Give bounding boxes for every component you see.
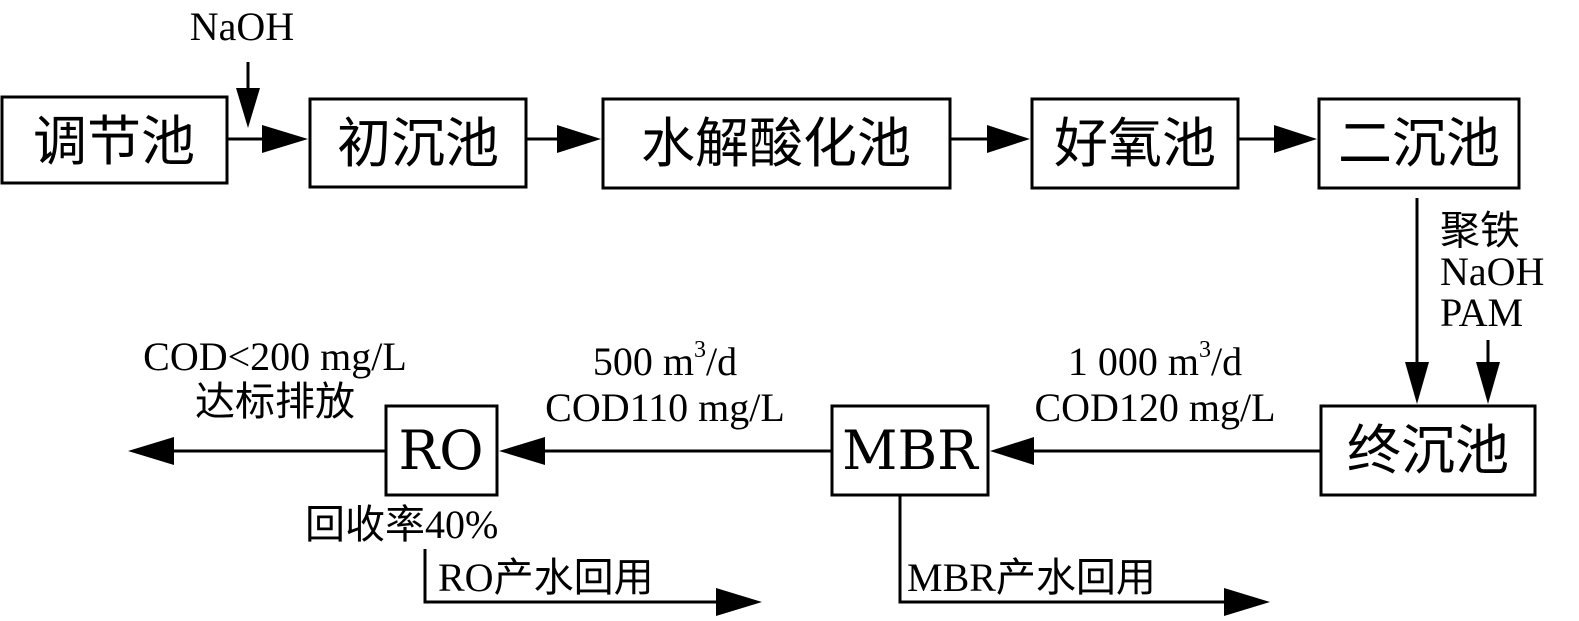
discharge-label: COD<200 mg/L 达标排放: [143, 334, 407, 424]
chem-polyferric-label: 聚铁: [1440, 208, 1520, 253]
naoh-top-label: NaOH: [190, 4, 294, 49]
arrow-erchen-to-zhongchen: [1405, 198, 1429, 404]
to-ro-unit: /d: [706, 339, 737, 384]
chem-pam-label: PAM: [1440, 290, 1523, 335]
node-ro: RO: [384, 404, 499, 497]
arrow-zhongchen-to-mbr: [990, 437, 1321, 465]
to-ro-cod: COD110 mg/L: [545, 385, 785, 430]
to-mbr-sup: 3: [1199, 337, 1211, 363]
to-ro-sup: 3: [694, 337, 706, 363]
node-chuchen-label: 初沉池: [337, 112, 499, 175]
node-erchen: 二沉池: [1317, 97, 1521, 190]
to-mbr-flow: 1 000 m: [1068, 339, 1199, 384]
node-tiaojie-label: 调节池: [33, 110, 195, 173]
node-mbr-label: MBR: [842, 419, 979, 482]
chem-naoh-label: NaOH: [1440, 249, 1544, 294]
arrow-mbr-to-ro: [499, 437, 832, 465]
arrow-ro-discharge: [128, 437, 386, 465]
arrow-tiaojie-to-chuchen: [227, 125, 308, 153]
mbr-reuse-label: MBR产水回用: [907, 555, 1156, 600]
node-erchen-label: 二沉池: [1338, 112, 1500, 175]
to-mbr-unit: /d: [1211, 339, 1242, 384]
to-mbr-cod: COD120 mg/L: [1034, 385, 1275, 430]
to-ro-flow: 500 m: [593, 339, 694, 384]
node-zhongchen-label: 终沉池: [1347, 419, 1509, 482]
dosing-right: 聚铁 NaOH PAM: [1440, 208, 1544, 404]
arrow-haoyang-to-erchen: [1238, 125, 1317, 153]
recovery-rate: 回收率40%: [305, 502, 498, 547]
node-zhongchen: 终沉池: [1319, 404, 1537, 497]
node-tiaojie: 调节池: [0, 95, 229, 185]
node-ro-label: RO: [399, 419, 484, 482]
discharge-cod: COD<200 mg/L: [143, 334, 407, 379]
node-shuijie: 水解酸化池: [601, 97, 952, 190]
svg-text:1 000 m3/d: 1 000 m3/d: [1068, 337, 1242, 384]
node-mbr: MBR: [830, 404, 990, 497]
ro-reuse-label: RO产水回用: [438, 555, 654, 600]
discharge-text: 达标排放: [195, 379, 355, 424]
node-haoyang: 好氧池: [1030, 97, 1240, 190]
arrow-chuchen-to-shuijie: [526, 125, 601, 153]
mbr-reuse-branch: MBR产水回用: [898, 495, 1270, 616]
arrow-shuijie-to-haoyang: [950, 125, 1030, 153]
node-chuchen: 初沉池: [308, 97, 528, 189]
dosing-naoh-top: NaOH: [190, 4, 294, 128]
flow-label-to-mbr: 1 000 m3/d COD120 mg/L: [1034, 337, 1275, 430]
node-haoyang-label: 好氧池: [1054, 112, 1216, 175]
flow-label-to-ro: 500 m3/d COD110 mg/L: [545, 337, 785, 430]
ro-reuse-branch: RO产水回用: [423, 549, 762, 616]
node-shuijie-label: 水解酸化池: [641, 112, 911, 175]
svg-text:500 m3/d: 500 m3/d: [593, 337, 737, 384]
